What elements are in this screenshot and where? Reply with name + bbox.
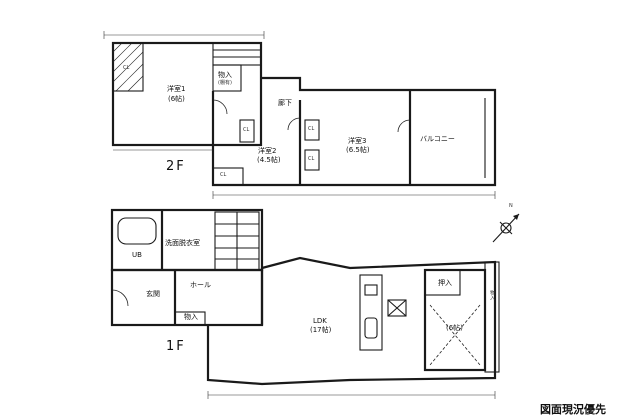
- floor-2-label: 2F: [166, 159, 186, 174]
- storage-2f-note: (棚有): [218, 80, 232, 86]
- closet-1-label: CL: [123, 65, 130, 71]
- japanese-room-size: (6帖): [446, 324, 463, 332]
- unit-bath-label: UB: [132, 251, 142, 259]
- balcony-label: バルコニー: [420, 135, 455, 143]
- compass-north-label: N: [509, 203, 513, 209]
- floor-1-label: 1F: [166, 339, 186, 354]
- washroom-label: 洗面脱衣室: [165, 239, 200, 247]
- hallway-label: 廊下: [278, 99, 292, 107]
- floor-1-walls: [110, 208, 500, 399]
- western-room-3-label: 洋室3: [348, 137, 367, 145]
- closet-5-label: CL: [243, 127, 250, 133]
- western-room-3-size: (6.5帖): [346, 146, 370, 154]
- entrance-label: 玄関: [146, 290, 160, 298]
- stair-hatch-2f: [112, 42, 144, 92]
- ldk-label: LDK: [313, 317, 327, 325]
- western-room-1-label: 洋室1: [167, 85, 186, 93]
- closet-4-label: CL: [308, 156, 315, 162]
- shoe-storage-label: 物入: [489, 290, 495, 300]
- closet-3-label: CL: [308, 126, 315, 132]
- storage-2f-label: 物入: [218, 71, 232, 79]
- ldk-size: (17帖): [310, 326, 332, 334]
- floor-2-walls: [103, 31, 497, 199]
- western-room-2-size: (4.5帖): [257, 156, 281, 164]
- closet-1f-label: 押入: [438, 279, 452, 287]
- caption-drawing-precedence: 図面現況優先: [540, 403, 606, 416]
- storage-1f-label: 物入: [184, 313, 198, 321]
- hall-label: ホール: [190, 281, 211, 289]
- closet-2-label: CL: [220, 172, 227, 178]
- western-room-2-label: 洋室2: [258, 147, 277, 155]
- compass-symbol: [492, 213, 520, 243]
- western-room-1-size: (6帖): [168, 95, 185, 103]
